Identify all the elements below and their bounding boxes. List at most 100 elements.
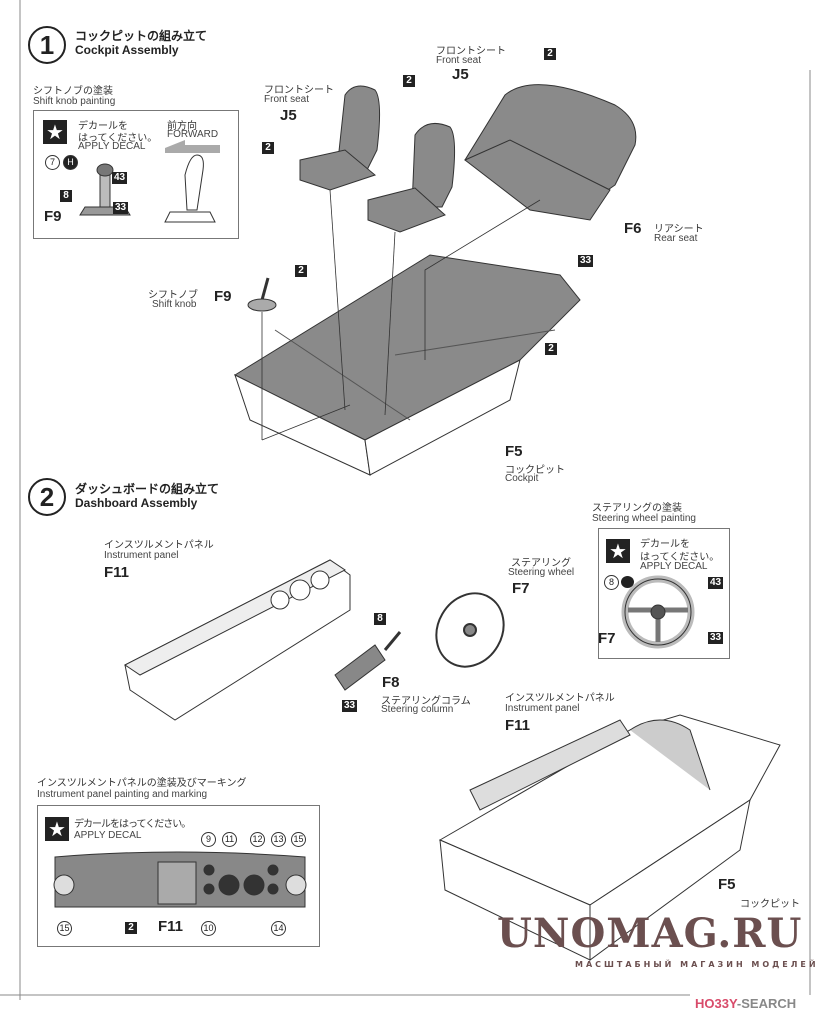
decal-number: 11 — [222, 832, 237, 847]
color-33-badge: 33 — [342, 700, 358, 712]
color-33-badge: 33 — [708, 632, 724, 644]
part-f11-label: F11 — [505, 717, 531, 734]
step-1-number: 1 — [28, 26, 66, 64]
star-decal-icon: ★ — [45, 817, 69, 841]
dashboard-part — [124, 559, 351, 721]
part-f9-label: F9 — [44, 208, 62, 225]
color-33-badge: 33 — [578, 255, 594, 267]
rear-seat — [464, 84, 637, 221]
color-8-badge: 8 — [60, 190, 72, 202]
part-j5-label: J5 — [452, 66, 469, 83]
decal-number-7: 7 — [45, 155, 60, 170]
forward-jp: 前方向 — [167, 121, 197, 132]
instrument-panel-marking-box — [37, 805, 320, 947]
step-2-title-jp: ダッシュボードの組み立て — [75, 482, 220, 496]
shift-box-heading-jp: シフトノブの塗装 — [33, 86, 113, 97]
shift-knob-en: Shift knob — [152, 299, 197, 310]
steering-wheel-jp: ステアリング — [511, 558, 571, 569]
color-33-badge: 33 — [113, 202, 129, 214]
wheel-box-heading-en: Steering wheel painting — [592, 513, 696, 524]
decal-number: 15 — [291, 832, 306, 847]
part-f5-label: F5 — [505, 443, 523, 460]
steering-wheel-en: Steering wheel — [508, 567, 575, 578]
steering-column-part — [334, 631, 402, 691]
cockpit-jp: コックピット — [505, 465, 565, 476]
steering-column-jp: ステアリングコラム — [381, 696, 471, 707]
panel-box-heading-jp: インスツルメントパネルの塗装及びマーキング — [37, 778, 247, 789]
wheel-box-heading-jp: ステアリングの塗装 — [592, 503, 682, 514]
shift-knob-jp: シフトノブ — [148, 290, 198, 301]
assembly-leader-lines — [261, 189, 541, 441]
rear-seat-en: Rear seat — [654, 233, 698, 244]
front-seat-en: Front seat — [264, 94, 310, 105]
color-2-badge: 2 — [544, 48, 556, 60]
step-2-title-en: Dashboard Assembly — [75, 496, 198, 510]
part-f7-label: F7 — [598, 630, 616, 647]
part-f6-label: F6 — [624, 220, 642, 237]
step-1-title-en: Cockpit Assembly — [75, 43, 179, 57]
part-f9-label: F9 — [214, 288, 232, 305]
watermark-logo: UNOMAG.RU — [497, 910, 803, 957]
decal-text-en: APPLY DECAL — [640, 561, 708, 572]
color-2-badge: 2 — [262, 142, 274, 154]
part-f11-label: F11 — [104, 564, 130, 581]
horn-decal-icon — [621, 576, 634, 588]
part-f11-label: F11 — [158, 918, 184, 935]
step-2-number: 2 — [28, 478, 66, 516]
credit-brand-a: HO33Y — [695, 996, 737, 1011]
page-frame — [0, 0, 811, 1000]
color-43-badge: 43 — [708, 577, 724, 589]
color-2-badge: 2 — [125, 922, 137, 934]
front-seat-jp: フロントシート — [264, 85, 334, 96]
front-seat-right — [367, 122, 456, 233]
decal-text-jp-1: デカールを — [640, 539, 690, 550]
step-1-title-jp: コックピットの組み立て — [75, 29, 208, 43]
decal-number-8: 8 — [604, 575, 619, 590]
decal-text-jp-2: はってください。 — [640, 552, 720, 563]
front-seat-en: Front seat — [436, 55, 482, 66]
decal-number: 9 — [201, 832, 216, 847]
color-2-badge: 2 — [545, 343, 557, 355]
steering-wheel-painting-box — [598, 528, 730, 659]
decal-number: 12 — [250, 832, 265, 847]
decal-number: 15 — [57, 921, 72, 936]
instrument-panel-jp: インスツルメントパネル — [505, 693, 615, 704]
shift-pattern-decal-icon: H — [63, 155, 78, 170]
shift-knob-detail — [79, 140, 220, 223]
decal-number: 10 — [201, 921, 216, 936]
decal-text-en: APPLY DECAL — [78, 141, 146, 152]
steering-wheel-detail — [621, 575, 695, 649]
panel-box-heading-en: Instrument panel painting and marking — [37, 789, 208, 800]
instrument-panel-en: Instrument panel — [104, 550, 179, 561]
part-f5-label: F5 — [718, 876, 736, 893]
part-f7-label: F7 — [512, 580, 530, 597]
star-decal-icon: ★ — [43, 120, 67, 144]
part-j5-label: J5 — [280, 107, 297, 124]
color-2-badge: 2 — [403, 75, 415, 87]
credit-brand-b: -SEARCH — [736, 996, 797, 1011]
shift-box-heading-en: Shift knob painting — [33, 96, 116, 107]
decal-text-en: APPLY DECAL — [74, 830, 142, 841]
cockpit-tub — [233, 254, 581, 476]
color-43-badge: 43 — [112, 172, 128, 184]
color-2-badge: 2 — [295, 265, 307, 277]
instrument-panel-en: Instrument panel — [505, 703, 580, 714]
instrument-panel-detail — [53, 851, 307, 908]
rear-seat-jp: リアシート — [654, 224, 704, 235]
decal-number: 14 — [271, 921, 286, 936]
forward-en: FORWARD — [167, 129, 219, 140]
instrument-panel-jp: インスツルメントパネル — [104, 540, 214, 551]
decal-number: 13 — [271, 832, 286, 847]
cockpit-jp: コックピット — [740, 899, 800, 910]
steering-column-en: Steering column — [381, 704, 454, 715]
assembled-cockpit — [438, 714, 781, 961]
shift-knob-part — [247, 277, 277, 312]
steering-wheel-part — [435, 592, 505, 668]
front-seat-jp: フロントシート — [436, 46, 506, 57]
decal-text-jp-2: はってください。 — [78, 133, 158, 144]
hobby-search-credit: HO33Y-SEARCH — [695, 996, 796, 1011]
decal-text-jp-1: デカールを — [78, 121, 128, 132]
star-decal-icon: ★ — [606, 539, 630, 563]
decal-text-jp: デカールをはってください。 — [74, 819, 191, 830]
